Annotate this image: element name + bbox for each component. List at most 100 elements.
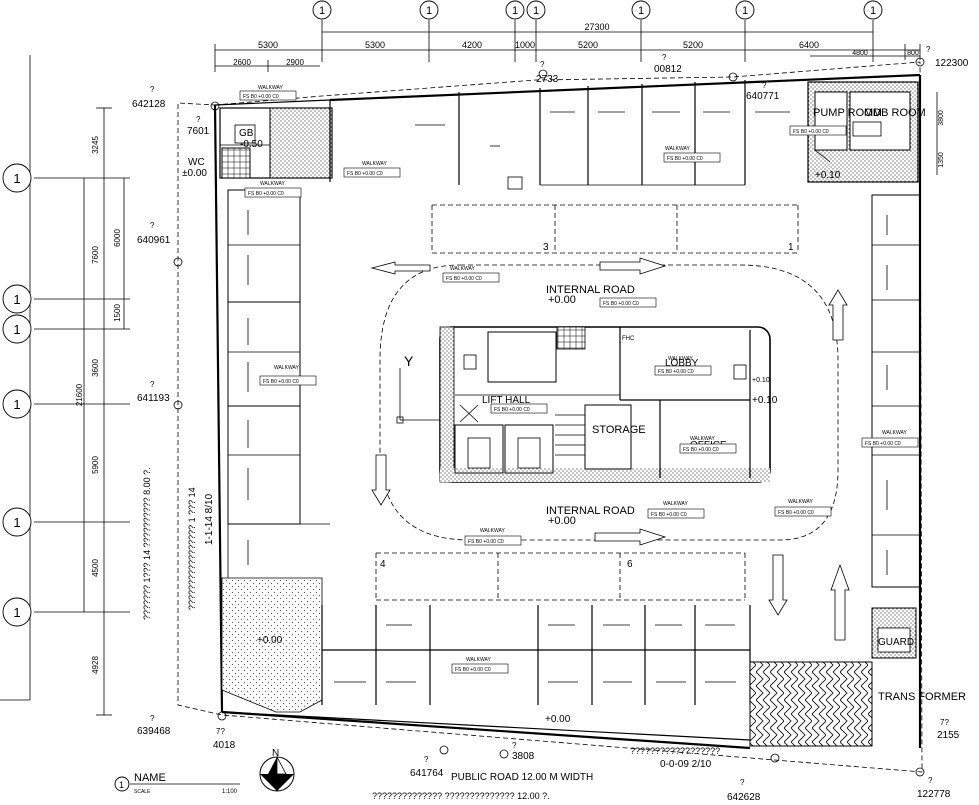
public-road-label: PUBLIC ROAD 12.00 M WIDTH xyxy=(451,772,593,783)
svg-text:FS B0 +0.00 C0: FS B0 +0.00 C0 xyxy=(603,301,639,307)
service-block-topleft xyxy=(219,107,333,179)
dim-right-1: 3800 xyxy=(938,110,945,126)
room-lobby-label: LOBBY xyxy=(665,358,699,369)
survey-point-2: 7601 xyxy=(187,126,210,137)
dim-top-5: 5200 xyxy=(578,40,598,50)
dim-left-sub-1: 6000 xyxy=(113,229,122,247)
grid-bubble-top-3: 1 xyxy=(505,0,525,20)
left-grid-lines xyxy=(0,55,130,716)
grid-bubble-left-2: 1 xyxy=(2,284,32,314)
survey-mark-8: ? xyxy=(512,741,517,750)
survey-mark-2: ? xyxy=(196,115,201,124)
svg-text:FS B0 +0.00 C0: FS B0 +0.00 C0 xyxy=(243,94,279,100)
svg-text:1: 1 xyxy=(870,5,876,17)
grid-bubble-left-4: 1 xyxy=(2,389,32,419)
dim-top-7: 6400 xyxy=(799,40,819,50)
guard-house xyxy=(871,607,917,659)
main-building xyxy=(396,326,771,483)
survey-point-6: 4018 xyxy=(213,740,236,751)
dim-top-sub-3: 4800 xyxy=(852,50,868,57)
svg-text:FS B0 +0.00 C0: FS B0 +0.00 C0 xyxy=(865,441,901,447)
svg-text:1: 1 xyxy=(426,5,432,17)
level-office: +0.10 xyxy=(752,395,778,406)
survey-mark-13: ? xyxy=(540,60,545,69)
svg-text:1: 1 xyxy=(13,515,20,530)
survey-mark-15: ? xyxy=(762,81,767,90)
title-block xyxy=(114,776,240,792)
room-storage-label: STORAGE xyxy=(592,424,646,436)
fhc-label: FHC xyxy=(622,336,635,342)
svg-text:WALKWAY: WALKWAY xyxy=(668,356,693,362)
survey-mark-7: ? xyxy=(424,755,429,764)
dim-top-2: 5300 xyxy=(365,40,385,50)
parking-top-row xyxy=(329,80,799,254)
svg-text:1: 1 xyxy=(13,292,20,307)
svg-text:FS B0 +0.00 C0: FS B0 +0.00 C0 xyxy=(248,191,284,197)
pump-mdb-block xyxy=(807,81,919,183)
survey-mark-3: ? xyxy=(150,221,155,230)
level-bottom-road: +0.00 xyxy=(545,714,571,725)
room-gb-label: GB xyxy=(239,128,254,139)
survey-point-14: 00812 xyxy=(654,64,682,75)
grid-bubble-top-1: 1 xyxy=(312,0,332,20)
parking-number-4: 4 xyxy=(380,559,386,570)
top-dimension-lines xyxy=(214,31,921,72)
room-transformer-label-1: TRANS FORMER xyxy=(878,691,966,703)
level-lobby-side: +0.10 xyxy=(752,377,770,384)
svg-text:1: 1 xyxy=(638,5,644,17)
dim-left-3: 3600 xyxy=(91,359,100,377)
title-bubble: 1 xyxy=(119,780,124,790)
grid-bubble-left-5: 1 xyxy=(2,507,32,537)
survey-point-15: 640771 xyxy=(746,91,780,102)
dim-left-sub-2: 1500 xyxy=(113,304,122,322)
survey-point-7: 641764 xyxy=(410,768,444,779)
dim-right-2: 1350 xyxy=(938,152,945,168)
svg-text:WALKWAY: WALKWAY xyxy=(690,436,715,442)
survey-point-3: 640961 xyxy=(137,235,171,246)
svg-text:FS B0 +0.00 C0: FS B0 +0.00 C0 xyxy=(494,407,530,413)
internal-road-loop xyxy=(379,264,839,541)
svg-text:WALKWAY: WALKWAY xyxy=(450,266,475,272)
room-lift-label: LIFT HALL xyxy=(482,395,531,406)
survey-point-9: 642628 xyxy=(727,792,761,803)
survey-mark-9: ? xyxy=(740,778,745,787)
landscape-area xyxy=(221,577,323,713)
room-wc-level: ±0.00 xyxy=(182,168,207,179)
survey-point-8: 3808 xyxy=(512,751,535,762)
svg-text:WALKWAY: WALKWAY xyxy=(362,161,387,167)
dim-left-4: 5900 xyxy=(91,456,100,474)
dim-top-1: 5300 xyxy=(258,40,278,50)
svg-text:WALKWAY: WALKWAY xyxy=(466,657,491,663)
survey-point-11: 2155 xyxy=(937,730,960,741)
level-050: -0.50 xyxy=(240,139,263,150)
dim-top-4: 1000 xyxy=(515,40,535,50)
survey-point-5: 639468 xyxy=(137,726,171,737)
grid-bubble-top-7: 1 xyxy=(863,0,883,20)
svg-text:WALKWAY: WALKWAY xyxy=(663,501,688,507)
site-boundary xyxy=(177,61,923,773)
dim-top-sub-1: 2600 xyxy=(233,58,251,67)
svg-text:WALKWAY: WALKWAY xyxy=(788,499,813,505)
parking-number-6: 6 xyxy=(627,559,633,570)
svg-text:FS B0 +0.00 C0: FS B0 +0.00 C0 xyxy=(455,667,491,673)
survey-point-13: 2733 xyxy=(536,74,559,85)
title-scale: 1:100 xyxy=(222,789,238,795)
room-wc-label: WC xyxy=(188,157,205,168)
north-arrow xyxy=(259,756,295,792)
axis-y-label: Y xyxy=(404,353,414,369)
svg-text:WALKWAY: WALKWAY xyxy=(258,85,283,91)
parking-left-column xyxy=(227,189,330,578)
survey-point-4: 641193 xyxy=(137,393,170,404)
room-guard-label: GUARD xyxy=(878,637,914,648)
survey-mark-6: 7? xyxy=(216,727,225,736)
svg-text:FS B0 +0.00 C0: FS B0 +0.00 C0 xyxy=(468,539,504,545)
survey-mark-14: ? xyxy=(662,53,667,62)
svg-text:WALKWAY: WALKWAY xyxy=(260,181,285,187)
svg-text:WALKWAY: WALKWAY xyxy=(480,528,505,534)
svg-text:FS B0 +0.00 C0: FS B0 +0.00 C0 xyxy=(793,129,829,135)
internal-road-level-2: +0.00 xyxy=(548,515,576,527)
svg-text:WALKWAY: WALKWAY xyxy=(882,430,907,436)
survey-mark-4: ? xyxy=(150,380,155,389)
svg-text:WALKWAY: WALKWAY xyxy=(665,146,690,152)
